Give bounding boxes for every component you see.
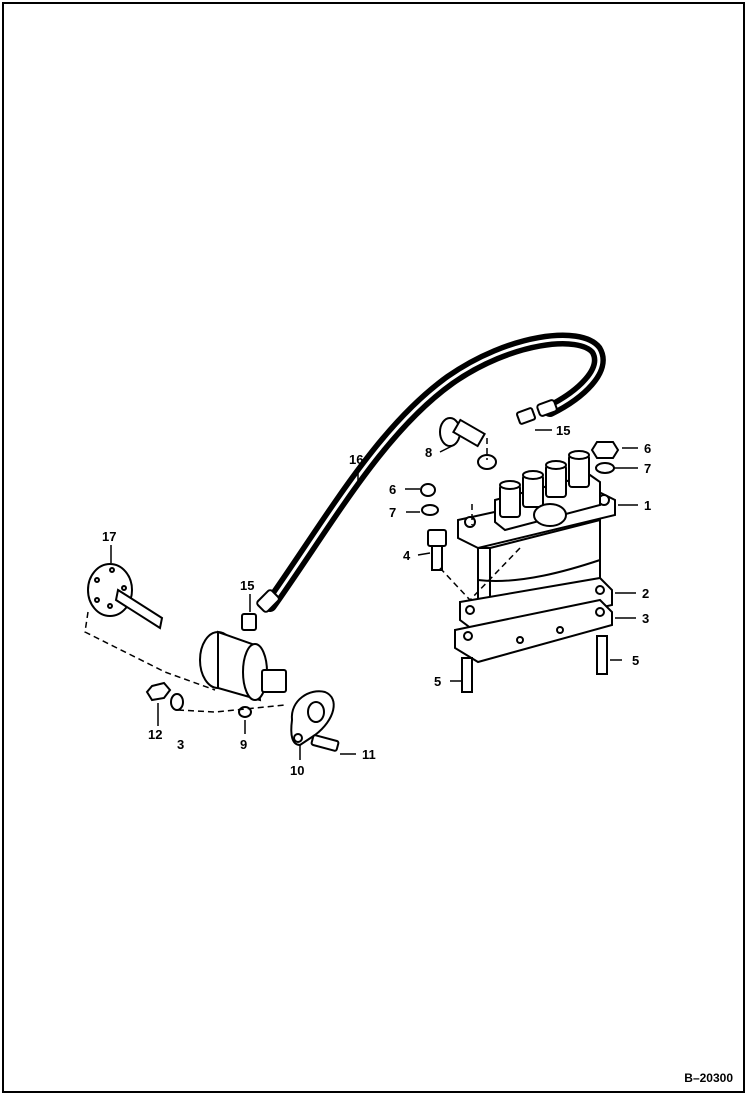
figure-id: B–20300 (684, 1071, 733, 1085)
callout-5-left: 5 (434, 674, 441, 689)
assembly-lines (84, 438, 521, 713)
banjo-fitting (439, 407, 537, 470)
callout-2: 2 (642, 586, 649, 601)
callout-1: 1 (644, 498, 651, 513)
leader-lines (110, 429, 638, 760)
callout-5-right: 5 (632, 653, 639, 668)
callout-17: 17 (102, 529, 116, 544)
callout-9: 9 (240, 737, 247, 752)
callout-7-left: 7 (389, 505, 396, 520)
fasteners (420, 441, 620, 571)
callout-labels: 1 2 3 3 4 5 5 6 6 7 7 8 9 10 11 12 15 15… (102, 423, 651, 778)
callout-6-left: 6 (389, 482, 396, 497)
callout-11: 11 (362, 747, 376, 762)
callout-7-right: 7 (644, 461, 651, 476)
studs (461, 635, 608, 693)
callout-12: 12 (148, 727, 162, 742)
callout-15-right: 15 (556, 423, 570, 438)
drive-flange (87, 563, 164, 630)
callout-3: 3 (642, 611, 649, 626)
cover-plate (290, 690, 340, 752)
fuel-hose (256, 332, 606, 613)
callout-15-left: 15 (240, 578, 254, 593)
callout-3-left: 3 (177, 737, 184, 752)
callout-10: 10 (290, 763, 304, 778)
gaskets (454, 576, 613, 664)
callout-8: 8 (425, 445, 432, 460)
delivery-valves (499, 450, 590, 518)
callout-6-right: 6 (644, 441, 651, 456)
callout-4: 4 (403, 548, 411, 563)
feed-pump (199, 613, 287, 718)
callout-16: 16 (349, 452, 363, 467)
nut-washer (145, 681, 184, 711)
